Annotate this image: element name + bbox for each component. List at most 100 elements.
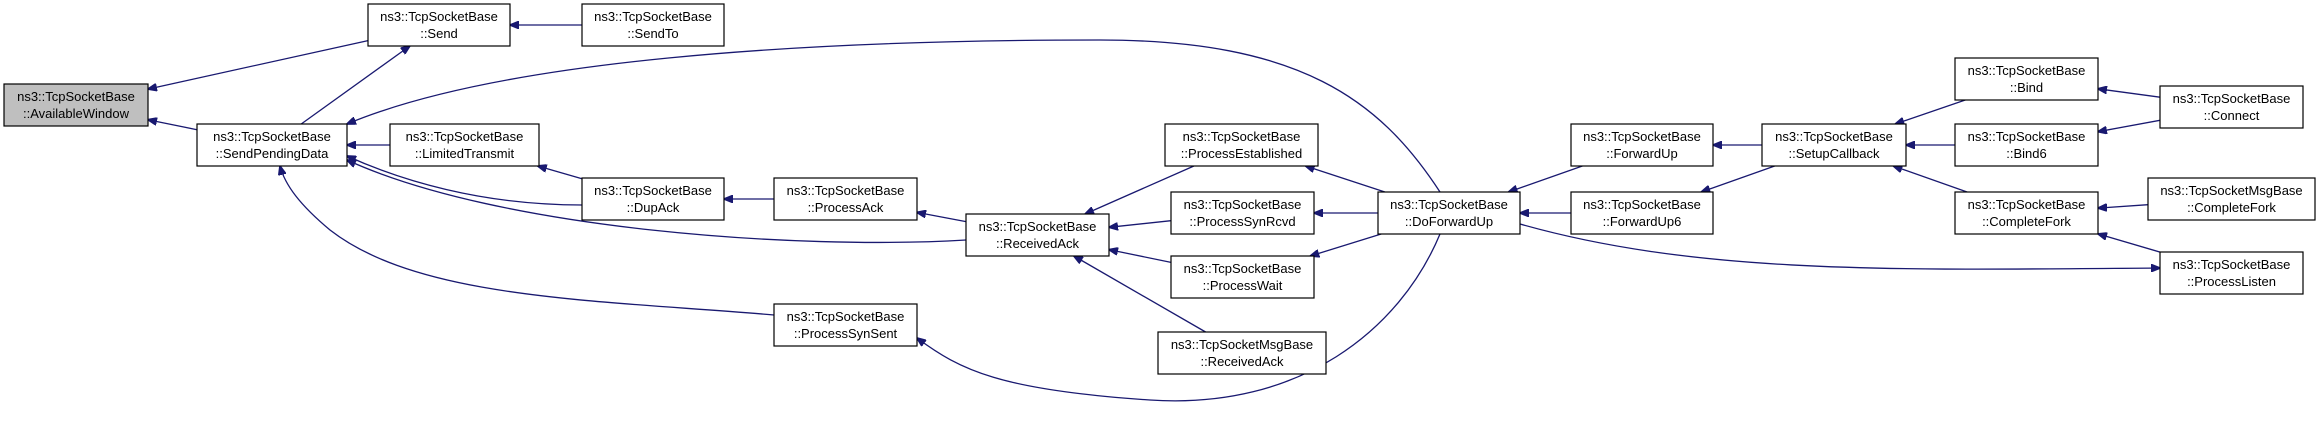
node-msg-received-ack[interactable]: ns3::TcpSocketMsgBase::ReceivedAck — [1157, 331, 1327, 375]
node-bind[interactable]: ns3::TcpSocketBase::Bind — [1954, 57, 2099, 101]
node-class-label: ns3::TcpSocketMsgBase — [2160, 183, 2302, 198]
node-setup-callback[interactable]: ns3::TcpSocketBase::SetupCallback — [1761, 123, 1907, 167]
node-send-pending-data[interactable]: ns3::TcpSocketBase::SendPendingData — [196, 123, 348, 167]
node-class-label: ns3::TcpSocketBase — [1184, 197, 1302, 212]
edge-setup-callback-to-forward-up6 — [1701, 165, 1775, 192]
node-bind6[interactable]: ns3::TcpSocketBase::Bind6 — [1954, 123, 2099, 167]
node-method-label: ::ProcessWait — [1203, 278, 1283, 293]
node-box — [1164, 123, 1319, 167]
node-method-label: ::DoForwardUp — [1405, 214, 1493, 229]
edge-do-forward-up-to-process-established — [1306, 166, 1386, 193]
node-method-label: ::Send — [420, 26, 458, 41]
edge-dup-ack-to-send-pending-data — [347, 156, 583, 206]
nodes-layer: ns3::TcpSocketBase::AvailableWindowns3::… — [3, 3, 2316, 375]
edge-received-ack-to-process-ack — [917, 212, 967, 223]
node-box — [1761, 123, 1907, 167]
node-send-to[interactable]: ns3::TcpSocketBase::SendTo — [581, 3, 725, 47]
node-box — [2159, 251, 2304, 295]
node-dup-ack[interactable]: ns3::TcpSocketBase::DupAck — [581, 177, 725, 221]
node-available-window[interactable]: ns3::TcpSocketBase::AvailableWindow — [3, 83, 149, 127]
edge-process-established-to-received-ack — [1085, 165, 1195, 214]
edge-forward-up-to-do-forward-up — [1509, 165, 1583, 192]
edge-received-ack-to-send-pending-data — [347, 160, 967, 244]
node-method-label: ::ProcessEstablished — [1181, 146, 1302, 161]
node-box — [773, 303, 918, 347]
node-class-label: ns3::TcpSocketMsgBase — [1171, 337, 1313, 352]
edge-do-forward-up-to-send-pending-data — [347, 39, 1441, 193]
edges-layer — [148, 25, 2161, 402]
edge-connect-to-bind — [2098, 89, 2161, 98]
edge-send-pending-data-to-send — [300, 46, 410, 125]
node-connect[interactable]: ns3::TcpSocketBase::Connect — [2159, 85, 2304, 129]
edge-bind-to-setup-callback — [1895, 99, 1966, 124]
node-method-label: ::LimitedTransmit — [415, 146, 515, 161]
node-method-label: ::Bind6 — [2006, 146, 2046, 161]
node-box — [773, 177, 918, 221]
node-box — [1570, 123, 1714, 167]
node-method-label: ::SendTo — [627, 26, 678, 41]
node-class-label: ns3::TcpSocketBase — [1968, 197, 2086, 212]
node-box — [389, 123, 540, 167]
node-complete-fork[interactable]: ns3::TcpSocketBase::CompleteFork — [1954, 191, 2099, 235]
edge-process-syn-sent-to-send-pending-data — [280, 166, 775, 316]
node-box — [581, 177, 725, 221]
node-class-label: ns3::TcpSocketBase — [594, 9, 712, 24]
node-method-label: ::SendPendingData — [216, 146, 330, 161]
node-box — [1954, 191, 2099, 235]
node-limited-transmit[interactable]: ns3::TcpSocketBase::LimitedTransmit — [389, 123, 540, 167]
edge-do-forward-up-to-process-syn-sent — [917, 233, 1441, 402]
node-msg-complete-fork[interactable]: ns3::TcpSocketMsgBase::CompleteFork — [2147, 177, 2316, 221]
node-class-label: ns3::TcpSocketBase — [2173, 91, 2291, 106]
node-box — [2147, 177, 2316, 221]
node-do-forward-up[interactable]: ns3::TcpSocketBase::DoForwardUp — [1377, 191, 1521, 235]
edge-send-to-available-window — [148, 39, 369, 90]
node-box — [1377, 191, 1521, 235]
node-method-label: ::CompleteFork — [1982, 214, 2071, 229]
node-process-wait[interactable]: ns3::TcpSocketBase::ProcessWait — [1170, 255, 1315, 299]
node-class-label: ns3::TcpSocketBase — [1184, 261, 1302, 276]
node-box — [1954, 123, 2099, 167]
node-method-label: ::DupAck — [627, 200, 680, 215]
node-process-listen[interactable]: ns3::TcpSocketBase::ProcessListen — [2159, 251, 2304, 295]
node-method-label: ::ProcessSynSent — [794, 326, 898, 341]
edge-dup-ack-to-limited-transmit — [538, 166, 583, 180]
node-class-label: ns3::TcpSocketBase — [406, 129, 524, 144]
node-class-label: ns3::TcpSocketBase — [1775, 129, 1893, 144]
edge-process-syn-rcvd-to-received-ack — [1109, 220, 1172, 228]
node-process-syn-sent[interactable]: ns3::TcpSocketBase::ProcessSynSent — [773, 303, 918, 347]
edge-do-forward-up-to-process-listen — [1519, 223, 2160, 269]
node-method-label: ::ForwardUp6 — [1603, 214, 1682, 229]
node-process-ack[interactable]: ns3::TcpSocketBase::ProcessAck — [773, 177, 918, 221]
edge-msg-received-ack-to-received-ack — [1074, 256, 1206, 333]
node-box — [3, 83, 149, 127]
node-method-label: ::ProcessSynRcvd — [1189, 214, 1295, 229]
node-method-label: ::CompleteFork — [2187, 200, 2276, 215]
node-class-label: ns3::TcpSocketBase — [1968, 129, 2086, 144]
edge-process-listen-to-complete-fork — [2098, 234, 2161, 253]
node-forward-up6[interactable]: ns3::TcpSocketBase::ForwardUp6 — [1570, 191, 1714, 235]
node-class-label: ns3::TcpSocketBase — [787, 183, 905, 198]
node-class-label: ns3::TcpSocketBase — [1390, 197, 1508, 212]
edge-msg-complete-fork-to-complete-fork — [2098, 205, 2149, 208]
node-box — [196, 123, 348, 167]
node-box — [2159, 85, 2304, 129]
node-box — [367, 3, 511, 47]
node-process-established[interactable]: ns3::TcpSocketBase::ProcessEstablished — [1164, 123, 1319, 167]
node-send[interactable]: ns3::TcpSocketBase::Send — [367, 3, 511, 47]
node-received-ack[interactable]: ns3::TcpSocketBase::ReceivedAck — [965, 213, 1110, 257]
node-method-label: ::SetupCallback — [1788, 146, 1880, 161]
node-box — [1157, 331, 1327, 375]
node-class-label: ns3::TcpSocketBase — [979, 219, 1097, 234]
node-process-syn-rcvd[interactable]: ns3::TcpSocketBase::ProcessSynRcvd — [1170, 191, 1315, 235]
node-class-label: ns3::TcpSocketBase — [1583, 197, 1701, 212]
node-method-label: ::ForwardUp — [1606, 146, 1678, 161]
edge-do-forward-up-to-process-wait — [1310, 233, 1382, 256]
node-class-label: ns3::TcpSocketBase — [787, 309, 905, 324]
node-box — [1954, 57, 2099, 101]
node-method-label: ::ProcessAck — [808, 200, 884, 215]
node-class-label: ns3::TcpSocketBase — [1183, 129, 1301, 144]
node-method-label: ::ReceivedAck — [1200, 354, 1284, 369]
node-class-label: ns3::TcpSocketBase — [2173, 257, 2291, 272]
node-forward-up[interactable]: ns3::TcpSocketBase::ForwardUp — [1570, 123, 1714, 167]
node-method-label: ::ProcessListen — [2187, 274, 2276, 289]
